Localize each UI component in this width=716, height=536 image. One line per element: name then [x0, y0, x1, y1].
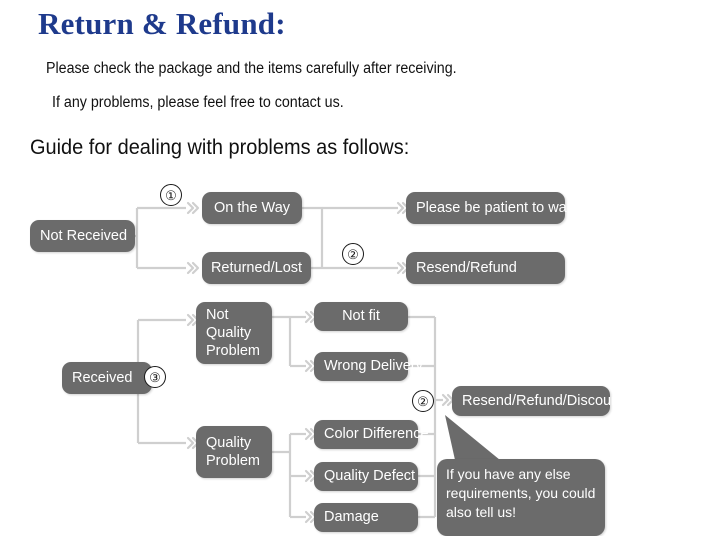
intro-line-2: If any problems, please feel free to con… [52, 94, 344, 111]
page-title: Return & Refund: [38, 6, 286, 41]
node-not-received[interactable]: Not Received [30, 220, 135, 252]
arrowhead-on-the-way [186, 201, 200, 215]
node-returned-lost[interactable]: Returned/Lost [202, 252, 311, 284]
step-marker-1: ① [160, 184, 182, 206]
step-marker-2-bottom: ② [412, 390, 434, 412]
node-not-fit[interactable]: Not fit [314, 302, 408, 331]
node-please-be-patient-to-wait[interactable]: Please be patient to wait [406, 192, 574, 224]
node-color-difference[interactable]: Color Difference [314, 420, 429, 449]
node-received[interactable]: Received [62, 362, 152, 394]
guide-heading: Guide for dealing with problems as follo… [30, 136, 410, 159]
step-marker-3: ③ [144, 366, 166, 388]
node-wrong-delivery[interactable]: Wrong Delivery [314, 352, 423, 381]
step-marker-2-top: ② [342, 243, 364, 265]
callout-bubble: If you have any else requirements, you c… [437, 459, 605, 536]
intro-line-1: Please check the package and the items c… [46, 60, 457, 77]
node-damage[interactable]: Damage [314, 503, 418, 532]
arrowhead-returned-lost [186, 261, 200, 275]
node-on-the-way[interactable]: On the Way [202, 192, 302, 224]
node-resend-refund[interactable]: Resend/Refund [406, 252, 565, 284]
node-quality-defect[interactable]: Quality Defect [314, 462, 418, 491]
node-resend-refund-discount[interactable]: Resend/Refund/Discount [452, 386, 623, 416]
